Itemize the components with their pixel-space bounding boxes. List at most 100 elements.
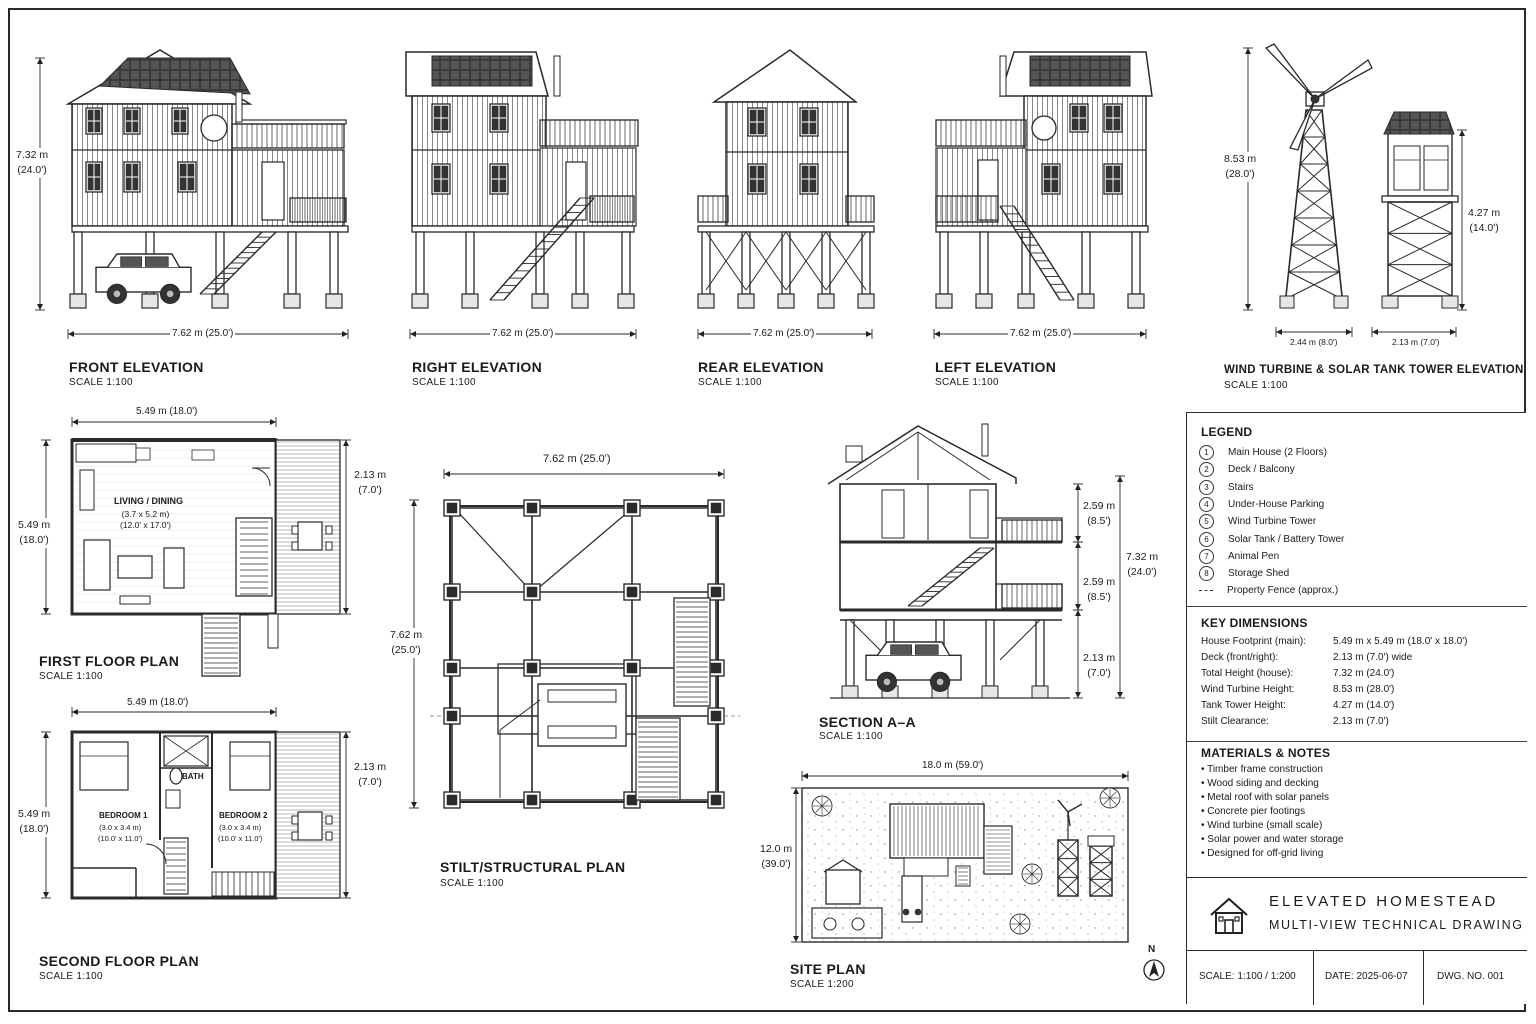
front-elevation-drawing [35, 49, 349, 339]
key-dim-label: House Footprint (main): [1201, 636, 1307, 647]
site-plan-title: SITE PLAN [790, 961, 866, 977]
legend-fence: Property Fence (approx.) [1199, 582, 1338, 598]
legend-item: 4 Under-House Parking [1199, 496, 1324, 512]
key-dim-row: Tank Tower Height:4.27 m (14.0') [1201, 700, 1521, 715]
legend-label: Solar Tank / Battery Tower [1228, 533, 1345, 545]
second-floor-title: SECOND FLOOR PLAN [39, 953, 199, 969]
materials-note: • Timber frame construction [1201, 764, 1323, 775]
first-floor-width-dim: 5.49 m (18.0') [134, 406, 200, 417]
fence-line-icon [1199, 589, 1213, 591]
house-icon [1210, 897, 1248, 934]
stilt-plan-scale: SCALE 1:100 [440, 878, 504, 889]
first-floor-deck-dim: 2.13 m (7.0') [354, 468, 387, 498]
section-clearance-dim: 2.13 m (7.0') [1083, 651, 1116, 681]
left-elevation-drawing [933, 51, 1153, 339]
rear-elevation-title: REAR ELEVATION [698, 359, 824, 375]
legend-label: Animal Pen [1228, 550, 1280, 562]
front-elevation-title: FRONT ELEVATION [69, 359, 204, 375]
title-block-date: DATE: 2025-06-07 [1325, 971, 1408, 982]
legend-item: 6 Solar Tank / Battery Tower [1199, 531, 1344, 547]
legend-number: 6 [1199, 531, 1214, 547]
front-width-dim: 7.62 m (25.0') [170, 328, 236, 339]
legend-item: 3 Stairs [1199, 479, 1254, 495]
key-dim-value: 5.49 m x 5.49 m (18.0' x 18.0') [1333, 636, 1468, 647]
legend-number: 2 [1199, 461, 1214, 477]
stilt-plan-drawing [409, 469, 740, 809]
second-floor-plan-drawing [41, 707, 351, 900]
legend-fence-label: Property Fence (approx.) [1227, 584, 1339, 596]
legend-label: Stairs [1228, 481, 1254, 493]
rear-elevation-scale: SCALE 1:100 [698, 377, 762, 388]
rear-elevation-drawing [697, 49, 875, 339]
first-floor-height-dim: 5.49 m (18.0') [18, 518, 51, 548]
second-floor-scale: SCALE 1:100 [39, 971, 103, 982]
legend-label: Main House (2 Floors) [1228, 446, 1327, 458]
title-block-subtitle: MULTI-VIEW TECHNICAL DRAWING [1269, 918, 1524, 932]
bedroom1-label: BEDROOM 1 [99, 811, 148, 820]
title-block-dwg: DWG. NO. 001 [1437, 971, 1505, 982]
legend-number: 3 [1199, 479, 1214, 495]
second-floor-width-dim: 5.49 m (18.0') [125, 697, 191, 708]
key-dim-label: Wind Turbine Height: [1201, 684, 1295, 695]
key-dim-row: Total Height (house): 7.32 m (24.0') [1201, 668, 1521, 683]
legend-number: 8 [1199, 565, 1214, 581]
legend-number: 1 [1199, 444, 1214, 460]
legend-label: Under-House Parking [1228, 498, 1325, 510]
legend-label: Storage Shed [1228, 567, 1290, 579]
materials-heading: MATERIALS & NOTES [1201, 746, 1331, 760]
legend-item: 7 Animal Pen [1199, 548, 1279, 564]
materials-note: • Designed for off-grid living [1201, 848, 1324, 859]
rear-width-dim: 7.62 m (25.0') [751, 328, 817, 339]
legend-label: Wind Turbine Tower [1228, 515, 1317, 527]
right-width-dim: 7.62 m (25.0') [490, 328, 556, 339]
section-total-dim: 7.32 m (24.0') [1126, 550, 1159, 580]
key-dim-row: Wind Turbine Height:8.53 m (28.0') [1201, 684, 1521, 699]
front-height-dim: 7.32 m (24.0') [16, 148, 49, 178]
bedroom2-size: (3.0 x 3.4 m) (10.0' x 11.0') [218, 823, 263, 843]
key-dim-label: Total Height (house): [1201, 668, 1294, 679]
turbine-elevation-scale: SCALE 1:100 [1224, 380, 1288, 391]
legend-number: 4 [1199, 496, 1214, 512]
key-dim-label: Stilt Clearance: [1201, 716, 1269, 727]
left-elevation-title: LEFT ELEVATION [935, 359, 1057, 375]
front-elevation-scale: SCALE 1:100 [69, 377, 133, 388]
north-arrow-icon [1143, 959, 1165, 981]
section-lower-floor-dim: 2.59 m (8.5') [1083, 575, 1116, 605]
legend-item: 1 Main House (2 Floors) [1199, 444, 1327, 460]
first-floor-plan-drawing [41, 417, 351, 677]
second-floor-height-dim: 5.49 m (18.0') [18, 807, 51, 837]
section-scale: SCALE 1:100 [819, 731, 883, 742]
legend-number: 7 [1199, 548, 1214, 564]
second-floor-deck-dim: 2.13 m (7.0') [354, 760, 387, 790]
stilt-width-dim: 7.62 m (25.0') [541, 453, 613, 465]
legend-item: 5 Wind Turbine Tower [1199, 513, 1316, 529]
bedroom1-size: (3.0 x 3.4 m) (10.0' x 11.0') [98, 823, 143, 843]
turbine-tower-drawing [1243, 43, 1467, 337]
materials-note: • Solar power and water storage [1201, 834, 1344, 845]
right-elevation-drawing [405, 51, 639, 339]
stilt-plan-title: STILT/STRUCTURAL PLAN [440, 859, 626, 875]
right-elevation-scale: SCALE 1:100 [412, 377, 476, 388]
key-dimensions-heading: KEY DIMENSIONS [1201, 616, 1308, 630]
tower-height-dim: 4.27 m (14.0') [1468, 206, 1501, 236]
legend-item: 8 Storage Shed [1199, 565, 1289, 581]
legend-heading: LEGEND [1201, 425, 1253, 439]
stilt-height-dim: 7.62 m (25.0') [390, 628, 423, 658]
site-height-dim: 12.0 m (39.0') [760, 842, 793, 872]
key-dim-value: 7.32 m (24.0') [1333, 668, 1395, 679]
materials-note: • Metal roof with solar panels [1201, 792, 1330, 803]
first-floor-scale: SCALE 1:100 [39, 671, 103, 682]
turbine-elevation-title: WIND TURBINE & SOLAR TANK TOWER ELEVATIO… [1224, 364, 1524, 376]
turbine-height-dim: 8.53 m (28.0') [1224, 152, 1257, 182]
living-dining-size: (3.7 x 5.2 m) (12.0' x 17.0') [120, 509, 171, 530]
title-block-title: ELEVATED HOMESTEAD [1269, 893, 1499, 910]
key-dim-row: Deck (front/right):2.13 m (7.0') wide [1201, 652, 1521, 667]
tower-base-dim: 2.13 m (7.0') [1390, 337, 1442, 347]
legend-number: 5 [1199, 513, 1214, 529]
title-block-scale: SCALE: 1:100 / 1:200 [1199, 971, 1296, 982]
materials-note: • Concrete pier footings [1201, 806, 1306, 817]
key-dim-value: 4.27 m (14.0') [1333, 700, 1395, 711]
